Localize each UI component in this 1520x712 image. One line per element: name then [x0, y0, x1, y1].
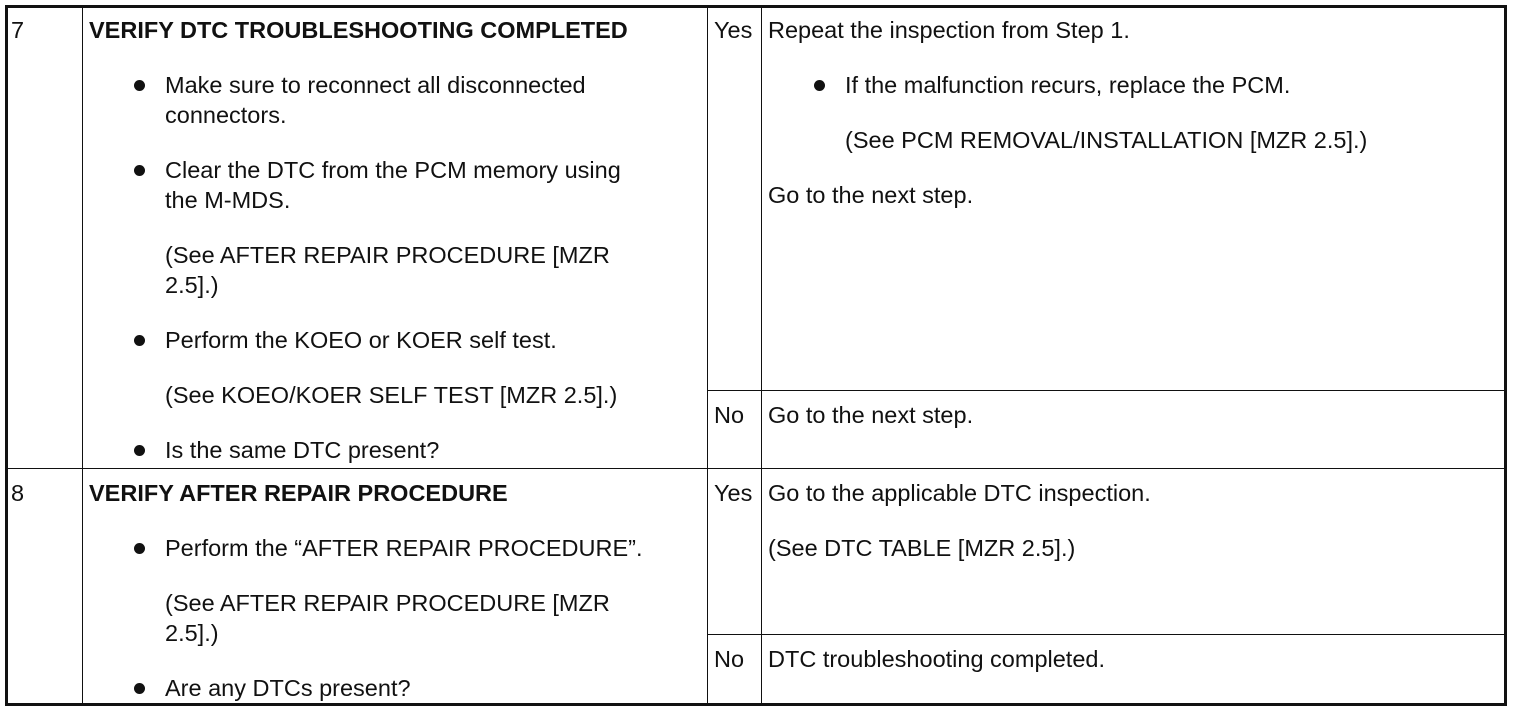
reference-text: (See AFTER REPAIR PROCEDURE [MZR — [165, 242, 610, 268]
bullet-text-line: Clear the DTC from the PCM memory using — [165, 157, 621, 183]
reference-text: (See PCM REMOVAL/INSTALLATION [MZR 2.5].… — [845, 127, 1368, 153]
no-label: No — [714, 646, 745, 672]
troubleshooting-table: 7 VERIFY DTC TROUBLESHOOTING COMPLETED M… — [5, 5, 1507, 706]
yes-label: Yes — [714, 480, 753, 506]
yes-result-text: Go to the next step. — [768, 182, 974, 208]
step-number: 7 — [11, 17, 25, 43]
bullet-text: Are any DTCs present? — [165, 675, 411, 701]
reference-text: (See KOEO/KOER SELF TEST [MZR 2.5].) — [165, 382, 618, 408]
row7-yes-no-divider — [707, 390, 1504, 391]
reference-text: 2.5].) — [165, 620, 219, 646]
no-label: No — [714, 402, 745, 428]
bullet-text-line: connectors. — [165, 102, 287, 128]
bullet-icon — [134, 80, 145, 91]
bullet-icon — [134, 683, 145, 694]
bullet-icon — [134, 543, 145, 554]
row-divider-7-8 — [8, 468, 1504, 469]
column-divider-yesno — [761, 8, 762, 703]
reference-text: 2.5].) — [165, 272, 219, 298]
step-number: 8 — [11, 480, 25, 506]
yes-label: Yes — [714, 17, 753, 43]
step-title: VERIFY DTC TROUBLESHOOTING COMPLETED — [89, 17, 628, 43]
column-divider-action — [707, 8, 708, 703]
yes-result-text: Go to the applicable DTC inspection. — [768, 480, 1151, 506]
bullet-icon — [134, 165, 145, 176]
reference-text: (See DTC TABLE [MZR 2.5].) — [768, 535, 1076, 561]
bullet-text-line: the M-MDS. — [165, 187, 291, 213]
row8-yes-no-divider — [707, 634, 1504, 635]
reference-text: (See AFTER REPAIR PROCEDURE [MZR — [165, 590, 610, 616]
bullet-icon — [134, 335, 145, 346]
bullet-icon — [814, 80, 825, 91]
bullet-text: Is the same DTC present? — [165, 437, 440, 463]
no-result-text: Go to the next step. — [768, 402, 974, 428]
step-title: VERIFY AFTER REPAIR PROCEDURE — [89, 480, 508, 506]
bullet-icon — [134, 445, 145, 456]
no-result-text: DTC troubleshooting completed. — [768, 646, 1106, 672]
column-divider-step — [82, 8, 83, 703]
bullet-text: Perform the “AFTER REPAIR PROCEDURE”. — [165, 535, 643, 561]
bullet-text: If the malfunction recurs, replace the P… — [845, 72, 1291, 98]
yes-result-text: Repeat the inspection from Step 1. — [768, 17, 1130, 43]
bullet-text: Perform the KOEO or KOER self test. — [165, 327, 557, 353]
bullet-text-line: Make sure to reconnect all disconnected — [165, 72, 586, 98]
